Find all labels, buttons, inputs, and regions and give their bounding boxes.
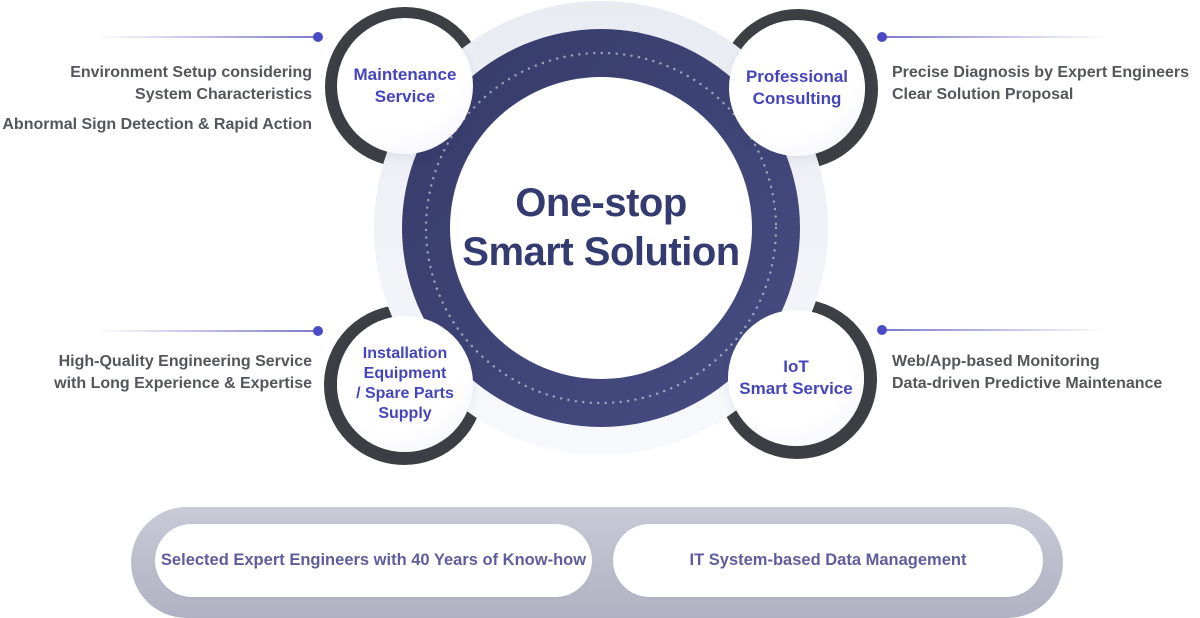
annotation-line: with Long Experience & Expertise bbox=[54, 375, 312, 392]
connector-dot-bottom-right bbox=[877, 325, 887, 335]
annotation-line: Clear Solution Proposal bbox=[892, 86, 1074, 103]
installation-label-line3: / Spare Parts bbox=[356, 385, 454, 402]
center-title: One-stop Smart Solution bbox=[451, 77, 751, 379]
iot-annotation: Web/App-based Monitoring Data-driven Pre… bbox=[892, 351, 1200, 395]
maintenance-label-line2: Service bbox=[374, 87, 436, 106]
installation-supply-circle: Installation Equipment / Spare Parts Sup… bbox=[337, 316, 473, 452]
annotation-line: System Characteristics bbox=[135, 86, 312, 103]
iot-label-line1: IoT bbox=[783, 356, 809, 376]
footer-pill-right-label: IT System-based Data Management bbox=[689, 551, 967, 569]
professional-consulting-circle: Professional Consulting bbox=[729, 20, 865, 156]
center-white-circle bbox=[450, 77, 752, 379]
annotation-line: Environment Setup considering bbox=[70, 64, 312, 81]
annotation-line: Data-driven Predictive Maintenance bbox=[892, 375, 1163, 392]
connector-line-top-right bbox=[886, 36, 1107, 38]
connector-line-top-left bbox=[95, 36, 316, 38]
annotation-line: Web/App-based Monitoring bbox=[892, 353, 1100, 370]
connector-dot-bottom-left bbox=[313, 326, 323, 336]
footer-pill-left-label: Selected Expert Engineers with 40 Years … bbox=[160, 551, 587, 569]
connector-dot-top-right bbox=[877, 32, 887, 42]
connector-line-bottom-left bbox=[95, 330, 316, 332]
center-title-line1: One-stop bbox=[515, 181, 687, 226]
installation-label-line4: Supply bbox=[378, 405, 432, 423]
footer-banner: Selected Expert Engineers with 40 Years … bbox=[131, 507, 1063, 618]
installation-label-line2: Equipment bbox=[363, 364, 447, 382]
professional-label-line1: Professional bbox=[745, 66, 849, 86]
annotation-line: Precise Diagnosis by Expert Engineers bbox=[892, 64, 1190, 81]
iot-label-line2: Smart Service bbox=[739, 379, 853, 398]
connector-dot-top-left bbox=[313, 32, 323, 42]
installation-label-line1: Installation bbox=[362, 344, 448, 362]
installation-annotation: High-Quality Engineering Service with Lo… bbox=[0, 351, 312, 395]
maintenance-annotation: Environment Setup considering System Cha… bbox=[0, 62, 312, 136]
maintenance-label-line1: Maintenance bbox=[353, 64, 457, 84]
professional-annotation: Precise Diagnosis by Expert Engineers Cl… bbox=[892, 62, 1200, 106]
footer-pill-expert-engineers: Selected Expert Engineers with 40 Years … bbox=[155, 524, 592, 597]
annotation-line: High-Quality Engineering Service bbox=[58, 353, 312, 370]
maintenance-service-circle: Maintenance Service bbox=[337, 18, 473, 154]
professional-label-line2: Consulting bbox=[752, 89, 842, 108]
dotted-circle bbox=[424, 51, 778, 405]
center-title-line2: Smart Solution bbox=[462, 230, 740, 274]
annotation-line: Abnormal Sign Detection & Rapid Action bbox=[2, 116, 312, 133]
connector-line-bottom-right bbox=[886, 329, 1107, 331]
footer-pill-data-management: IT System-based Data Management bbox=[613, 524, 1043, 597]
iot-smart-service-circle: IoT Smart Service bbox=[728, 310, 864, 446]
